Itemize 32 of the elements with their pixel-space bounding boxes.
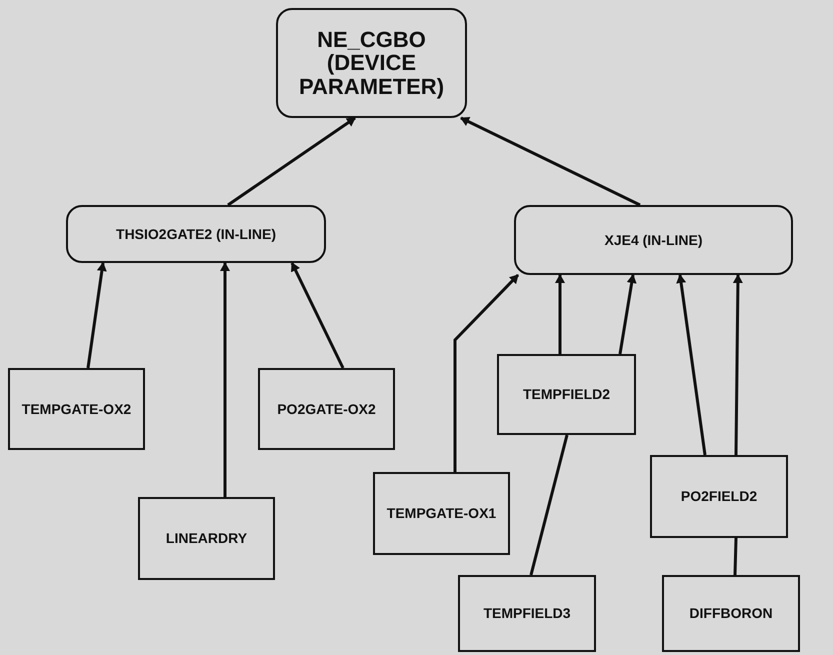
process-box [373,472,510,555]
node-label: PO2GATE-OX2 [277,400,376,418]
arrow [555,274,565,354]
node-label: TEMPFIELD3 [483,605,571,622]
arrow [618,274,637,354]
arrow [460,116,641,206]
process-box [497,354,636,435]
arrow [227,116,356,206]
arrow [290,262,344,369]
arrow [676,274,706,456]
rounded-box [514,205,793,275]
node-label: TEMPGATE-OX1 [386,505,496,522]
node-label: TEMPGATE-OX2 [22,400,132,418]
rounded-box [276,8,467,118]
node-label: TEMPFIELD2 [522,386,610,403]
process-box [8,368,145,450]
node-label: PO2FIELD2 [680,488,758,505]
rounded-box [66,205,326,263]
node-label: XJE4 (IN-LINE) [604,232,702,248]
arrow [220,262,230,497]
arrow [454,274,520,472]
node-label: DIFFBORON [689,605,773,622]
node-label: LINEARDRY [166,530,248,547]
process-box [258,368,395,450]
process-box [650,455,788,538]
arrow [732,274,743,456]
node-label: THSIO2GATE2 (IN-LINE) [116,226,276,242]
node-label: NE_CGBO (DEVICE PARAMETER) [298,28,446,98]
process-box [138,497,275,580]
process-box [662,575,800,652]
arrow [86,262,107,368]
process-box [458,575,596,652]
